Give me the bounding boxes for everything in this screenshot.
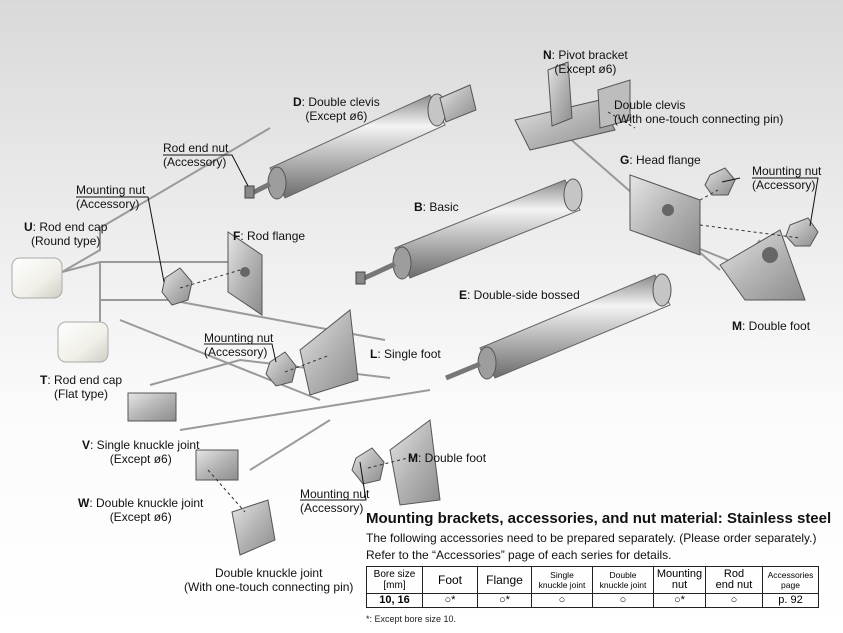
info-line-2: Refer to the “Accessories” page of each … <box>366 548 672 562</box>
table-row: 10, 16 ○* ○* ○ ○ ○* ○ p. 92 <box>366 593 819 608</box>
label-basic: B: Basic <box>414 200 459 214</box>
leader-lines <box>76 154 819 501</box>
label-double-knuckle-joint: W: Double knuckle joint(Except ø6) <box>78 496 204 524</box>
label-mounting-nut-left: Mounting nut(Accessory) <box>76 183 146 211</box>
table-cell: ○ <box>592 593 654 608</box>
section-heading: Mounting brackets, accessories, and nut … <box>366 510 832 527</box>
double-foot-m-lower <box>389 419 441 506</box>
table-cell: ○ <box>531 593 593 608</box>
label-double-side-bossed: E: Double-side bossed <box>459 288 580 302</box>
table-header-cell: Flange <box>477 566 532 594</box>
footnote: *: Except bore size 10. <box>366 614 457 624</box>
label-head-flange: G: Head flange <box>620 153 701 167</box>
label-rod-end-cap-round: U: Rod end cap(Round type) <box>24 220 108 248</box>
label-mounting-nut-mid: Mounting nut(Accessory) <box>204 331 274 359</box>
rod-end-cap-t <box>57 321 109 363</box>
head-flange-g <box>629 174 701 256</box>
label-rod-end-cap-flat: T: Rod end cap(Flat type) <box>40 373 123 401</box>
label-double-foot-lower: M: Double foot <box>408 451 487 465</box>
table-cell: ○* <box>422 593 478 608</box>
label-single-foot: L: Single foot <box>370 347 441 361</box>
cylinder-e-double-side-bossed <box>445 273 672 381</box>
table-header-cell: Foot <box>422 566 478 594</box>
label-mounting-nut-lower: Mounting nut(Accessory) <box>300 487 370 515</box>
table-cell: p. 92 <box>762 593 819 608</box>
label-pivot-bracket: N: Pivot bracket(Except ø6) <box>543 48 628 76</box>
rod-flange-f <box>227 231 263 316</box>
label-double-clevis-pin: Double clevis(With one-touch connecting … <box>614 98 784 126</box>
label-rod-end-nut: Rod end nut(Accessory) <box>163 141 229 169</box>
label-mounting-nut-right: Mounting nut(Accessory) <box>752 164 822 192</box>
cylinder-d-double-clevis <box>244 84 477 200</box>
table-header-cell: Bore size[mm] <box>366 566 423 594</box>
label-double-knuckle-pin: Double knuckle joint(With one-touch conn… <box>184 566 354 594</box>
label-rod-flange: F: Rod flange <box>233 229 306 243</box>
table-cell: ○ <box>705 593 763 608</box>
dashed-axis-lines <box>179 111 801 513</box>
double-foot-m-right <box>719 229 806 301</box>
rod-end-cap-u <box>11 257 63 299</box>
single-knuckle-joint-v <box>127 392 177 422</box>
double-knuckle-joint-pin <box>231 499 276 556</box>
label-single-knuckle-joint: V: Single knuckle joint(Except ø6) <box>82 438 200 466</box>
pivot-bracket-n <box>514 61 631 151</box>
label-double-foot-right: M: Double foot <box>732 319 811 333</box>
mounting-nuts <box>161 167 819 485</box>
double-knuckle-joint-w <box>195 449 239 481</box>
label-double-clevis: D: Double clevis(Except ø6) <box>293 95 380 123</box>
table-cell: ○* <box>653 593 706 608</box>
table-cell: 10, 16 <box>366 593 423 608</box>
cylinder-b-basic <box>355 178 583 285</box>
info-line-1: The following accessories need to be pre… <box>366 531 817 545</box>
single-foot-l <box>299 309 359 396</box>
table-cell: ○* <box>477 593 532 608</box>
